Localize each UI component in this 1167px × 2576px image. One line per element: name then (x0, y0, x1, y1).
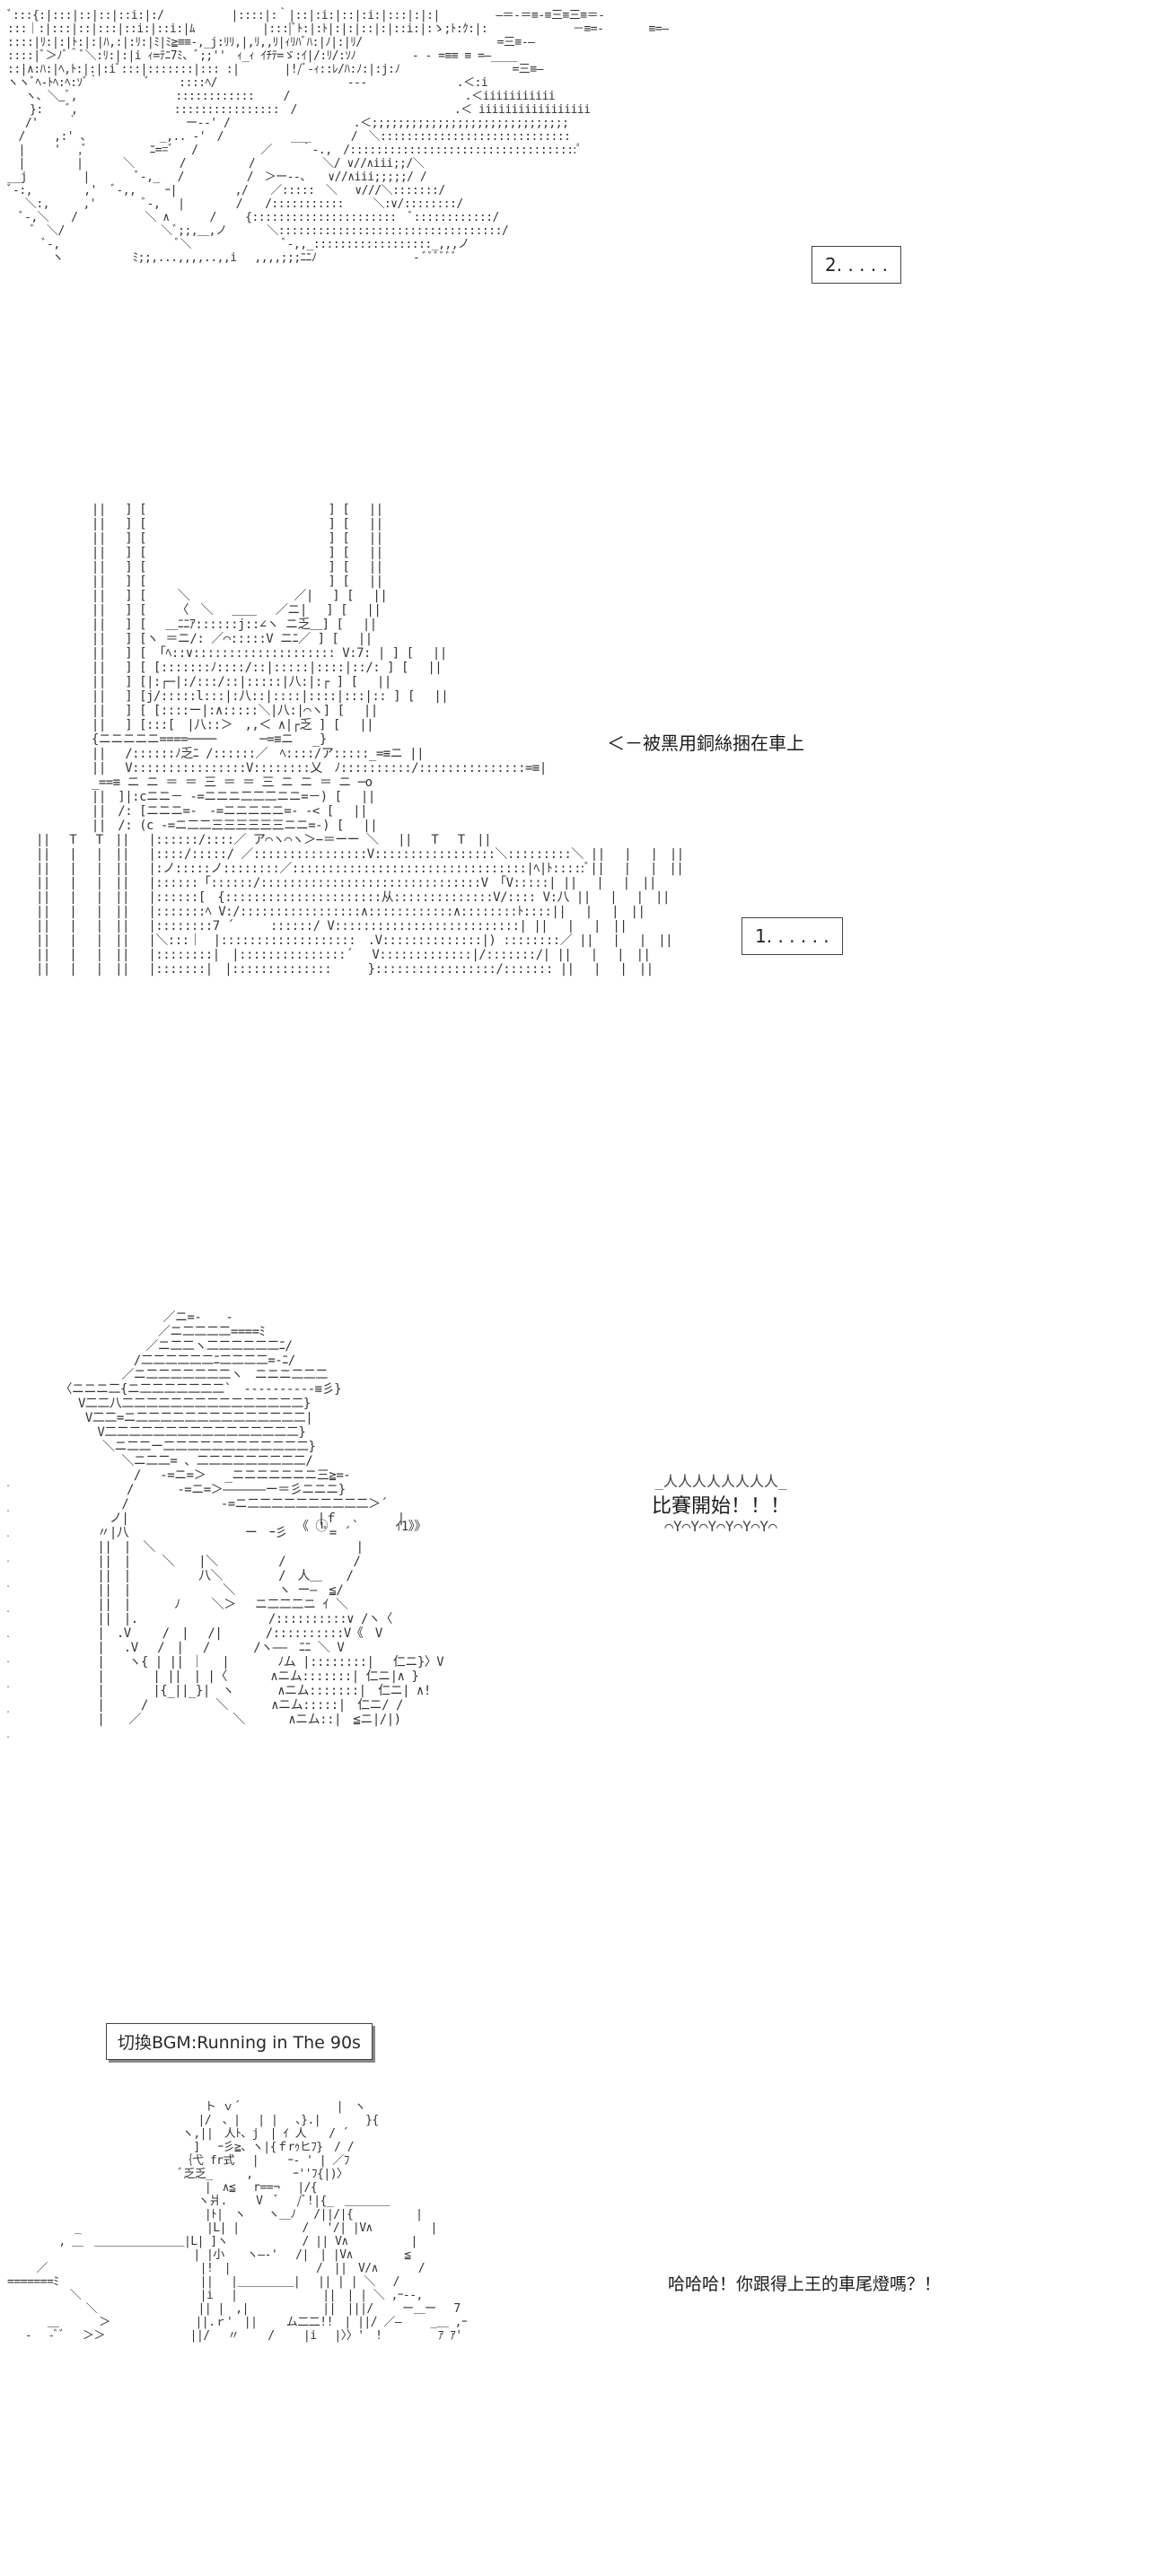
ascii-art-tied-figure: || ] [ ] [ || || ] [ ] [ || || ] [ ] [ |… (36, 503, 684, 977)
ascii-art-laughing-figure: ト ｖ´ | ヽ |/ 、| | | 、}.| }{ ヽ,|| 人ﾄ、j | ｲ… (7, 2100, 468, 2343)
panel-1: ﾞ:::{:|:::|::|::|::i:|:/ |::::|:｀|::|:i:… (0, 0, 1167, 485)
ascii-art-car-crowd: ﾞ:::{:|:::|::|::|::i:|:/ |::::|:｀|::|:i:… (7, 9, 669, 265)
panel-3: ........... ／ニ=- - ／ニ二二二二====ﾐ ／ニ二二ヽ二二二二… (0, 1301, 1167, 1984)
shout-text: 比賽開始！！！ (652, 1495, 791, 1518)
panel-2: || ] [ ] [ || || ] [ ] [ || || ] [ ] [ |… (0, 494, 1167, 1292)
arrow-note: ＜－被黑用銅絲捆在車上 (607, 732, 804, 754)
side-dots: ........... (5, 1479, 12, 1740)
burst-top: _人人人人人人人人_ (654, 1473, 787, 1490)
bgm-label-box: 切換BGM:Running in The 90s (106, 2023, 373, 2060)
burst-bottom: ⌒Y⌒Y⌒Y⌒Y⌒Y⌒Y⌒ (664, 1518, 777, 1535)
panel-label-box: 2. . . . . (812, 246, 901, 284)
panel-4: ト ｖ´ | ヽ |/ 、| | | 、}.| }{ ヽ,|| 人ﾄ、j | ｲ… (0, 2091, 1167, 2576)
shout-bubble: _人人人人人人人人_ 比賽開始！！！ ⌒Y⌒Y⌒Y⌒Y⌒Y⌒Y⌒ (652, 1474, 790, 1535)
ascii-art-hat-figure: ／ニ=- - ／ニ二二二二====ﾐ ／ニ二二ヽ二二二二二二ﾆ/ /二二二二二二… (66, 1310, 444, 1727)
ascii-art-eyes: 《 ① ` ｲ1》》 (296, 1520, 426, 1534)
dialogue-text: 哈哈哈！你跟得上王的車尾燈嗎？！ (668, 2274, 942, 2294)
panel-label-box: 1. . . . . . (741, 917, 843, 955)
